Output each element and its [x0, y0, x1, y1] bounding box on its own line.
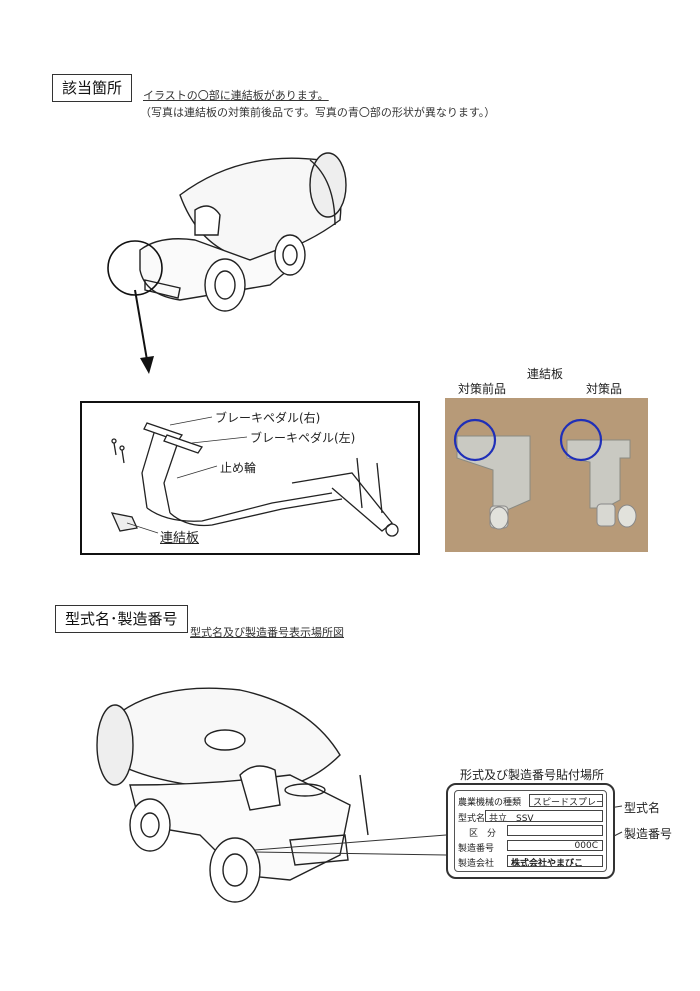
photo-label-before: 対策前品	[458, 382, 507, 396]
plate-row-label-model: 型式名	[458, 814, 486, 824]
detail-leader-lines	[126, 416, 248, 534]
plate-row-label-serial: 製造番号	[458, 844, 495, 854]
sprayer-illustration-top	[107, 152, 347, 312]
down-arrow-icon	[134, 289, 154, 374]
section-heading-affected-area: 該当箇所	[52, 74, 133, 102]
nameplate-inner: 農業機械の種類 スピードスプレーヤ 型式名 共立 SSV 区 分 製造番号 00…	[454, 790, 607, 872]
brake-linkage-drawing	[110, 422, 399, 537]
photo-note: （写真は連結板の対策前後品です。写真の青〇部の形状が異なります。）	[140, 106, 496, 119]
label-brake-pedal-right: ブレーキペダル(右)	[215, 411, 321, 425]
section-heading-text-2: 型式名･製造番号	[65, 610, 178, 628]
link-plate-photo-drawing	[453, 418, 637, 530]
plate-row-value-category	[507, 825, 603, 836]
highlight-circle-before	[453, 418, 497, 462]
photo-label-after: 対策品	[586, 382, 623, 396]
callout-model-name: 型式名	[624, 801, 661, 815]
sprayer-illustration-bottom	[96, 687, 369, 903]
illustration-note: イラストの〇部に連結板があります。	[143, 89, 329, 102]
callout-serial-number: 製造番号	[624, 827, 673, 841]
label-brake-pedal-left: ブレーキペダル(左)	[250, 431, 356, 445]
plate-row-value-maker: 株式会社やまびこ	[507, 855, 603, 867]
plate-row-label-category: 区 分	[469, 829, 497, 839]
link-plate-photo	[445, 398, 648, 552]
section-heading-text: 該当箇所	[62, 79, 123, 97]
plate-row-value-serial: 000C	[507, 840, 603, 851]
label-link-plate: 連結板	[160, 531, 200, 546]
plate-row-value-model: 共立 SSV	[485, 810, 603, 822]
photo-title: 連結板	[527, 367, 564, 381]
section-heading-model-serial: 型式名･製造番号	[55, 605, 188, 633]
label-stop-ring: 止め輪	[220, 461, 257, 475]
highlight-circle-after	[559, 418, 603, 462]
plate-row-value-type: スピードスプレーヤ	[529, 794, 603, 807]
brake-pedal-detail-box: ブレーキペダル(右) ブレーキペダル(左) 止め輪 連結板	[80, 401, 420, 555]
plate-location-title: 形式及び製造番号貼付場所	[460, 768, 605, 782]
nameplate: 農業機械の種類 スピードスプレーヤ 型式名 共立 SSV 区 分 製造番号 00…	[446, 783, 615, 879]
model-serial-caption: 型式名及び製造番号表示場所図	[190, 626, 344, 639]
plate-row-label-maker: 製造会社	[458, 859, 495, 869]
plate-row-label-type: 農業機械の種類	[458, 798, 522, 808]
